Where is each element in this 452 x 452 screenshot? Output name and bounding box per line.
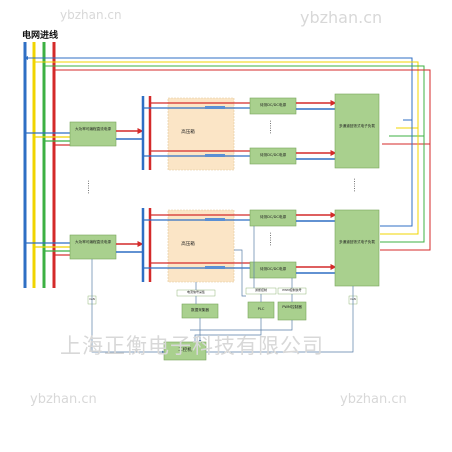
dc-bus-bars xyxy=(141,96,152,282)
psu-label-bottom: 大功率可编程直流电源 xyxy=(75,240,111,244)
hv-relays xyxy=(205,106,225,269)
hv-label-bottom: 高压箱 xyxy=(181,242,195,247)
load-label-bottom: 多通道回馈式电子负载 xyxy=(339,240,375,244)
daq-label: 数据采集器 xyxy=(191,308,209,312)
hv-label-top: 高压箱 xyxy=(181,130,195,135)
psu-bus-label: CAN xyxy=(89,298,95,301)
diagram-title: 电网进线 xyxy=(22,31,59,41)
dcdc-to-load xyxy=(296,100,337,274)
ipc-label: 工控机 xyxy=(178,348,192,353)
psu-label-top: 大功率可编程直流电源 xyxy=(75,127,111,131)
load-block-bottom xyxy=(334,209,380,287)
grid-to-psu xyxy=(25,132,70,256)
dcdc-label-3: 待测DC/DC电源 xyxy=(259,215,287,219)
bus-through-hv xyxy=(143,102,250,269)
hv-box-bottom xyxy=(167,209,235,283)
pwm-label: PWM控制器 xyxy=(282,305,302,309)
ellipsis-dcdc-top: …… xyxy=(268,120,276,134)
hv-box-top xyxy=(167,97,235,171)
dcdc-label-1: 待测DC/DC电源 xyxy=(259,103,287,107)
plc-label: PLC xyxy=(257,307,265,311)
dcdc-label-4: 待测DC/DC电源 xyxy=(259,267,287,271)
control-wiring xyxy=(91,226,354,354)
ellipsis-psu: …… xyxy=(86,180,94,194)
dcdc-block-2 xyxy=(249,147,297,165)
dcdc-block-1 xyxy=(249,97,297,115)
dcdc-label-2: 待测DC/DC电源 xyxy=(259,153,287,157)
psu-block-bottom xyxy=(69,234,117,260)
pwm-signal-label: PWM控制信号 xyxy=(282,288,302,292)
dcdc-block-4 xyxy=(249,261,297,279)
load-bus-label: CAN xyxy=(350,298,356,301)
ellipsis-dcdc-bottom: …… xyxy=(268,232,276,246)
ellipsis-load: …… xyxy=(352,178,360,192)
psu-to-dc-bus xyxy=(116,128,144,253)
daq-signal-label: 电流信号采集 xyxy=(186,290,205,294)
psu-block-top xyxy=(69,121,117,147)
dcdc-block-3 xyxy=(249,209,297,227)
load-block-top xyxy=(334,93,380,169)
feedback-lines xyxy=(24,56,431,251)
plc-signal-label: 通断控制 xyxy=(254,288,267,292)
load-label-top: 多通道回馈式电子负载 xyxy=(339,124,375,128)
